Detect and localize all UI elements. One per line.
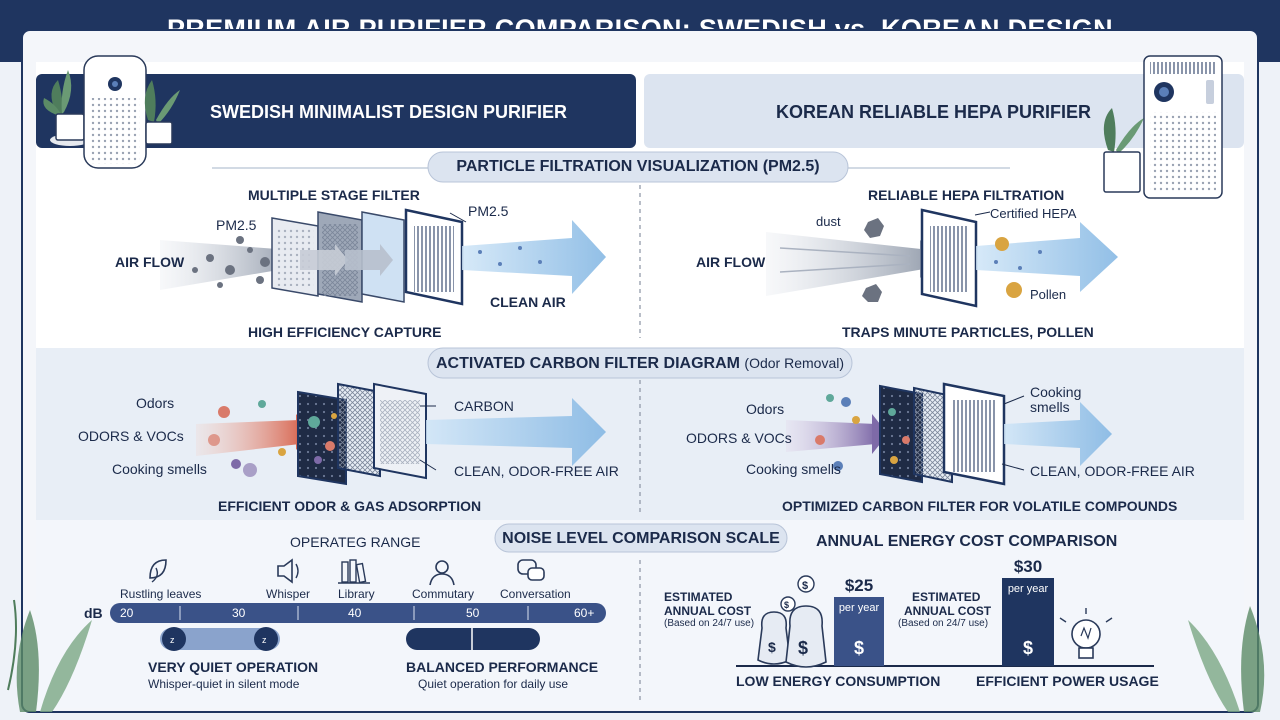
energy-right-value: $30: [1013, 557, 1043, 576]
cooking-right-label: Cooking smells: [746, 461, 841, 477]
energy-left-dollar: $: [853, 638, 864, 658]
svg-text:$: $: [784, 600, 789, 610]
energy-section-title: ANNUAL ENERGY COST COMPARISON: [816, 533, 1118, 550]
carbon-title-sub: (Odor Removal): [744, 355, 845, 371]
tick-30: 30: [232, 606, 246, 620]
carbon-label: CARBON: [454, 398, 514, 414]
cooking-smells-top-label: Cooking smells: [1030, 384, 1082, 415]
energy-left-per-year: per year: [838, 602, 880, 614]
particle-left-diagram: [160, 208, 606, 306]
particle-section-title: PARTICLE FILTRATION VISUALIZATION (PM2.5…: [456, 158, 820, 175]
ref-conversation: Conversation: [500, 587, 571, 601]
certified-hepa-label: Certified HEPA: [990, 206, 1077, 221]
energy-right-basis: (Based on 24/7 use): [898, 618, 989, 629]
energy-right-per-year: per year: [1007, 583, 1049, 595]
particle-right-diagram: [766, 208, 1118, 308]
high-efficiency-caption: HIGH EFFICIENCY CAPTURE: [248, 324, 442, 340]
svg-text:$: $: [802, 580, 808, 592]
odors-left-label: Odors: [136, 395, 175, 411]
tick-20: 20: [120, 606, 134, 620]
energy-left-caption: LOW ENERGY CONSUMPTION: [736, 673, 941, 689]
odor-adsorption-caption: EFFICIENT ODOR & GAS ADSORPTION: [218, 498, 482, 514]
clean-odor-free-left-label: CLEAN, ODOR-FREE AIR: [454, 463, 619, 479]
energy-right-est1: ESTIMATED: [912, 590, 981, 604]
balanced-title: BALANCED PERFORMANCE: [406, 659, 599, 675]
energy-left-est2: ANNUAL COST: [664, 604, 752, 618]
tick-50: 50: [466, 606, 480, 620]
ref-commutary: Commutary: [412, 587, 475, 601]
balanced-sub: Quiet operation for daily use: [418, 677, 569, 691]
cooking-left-label: Cooking smells: [112, 461, 207, 477]
noise-section-title: NOISE LEVEL COMPARISON SCALE: [502, 530, 780, 547]
very-quiet-sub: Whisper-quiet in silent mode: [148, 677, 300, 691]
svg-text:z: z: [170, 635, 175, 645]
carbon-section-title: ACTIVATED CARBON FILTER DIAGRAM (Odor Re…: [428, 355, 852, 373]
svg-text:$: $: [798, 638, 808, 658]
ref-whisper: Whisper: [266, 587, 311, 601]
pm25-out-label: PM2.5: [468, 203, 509, 219]
db-unit-label: dB: [84, 605, 103, 621]
header-right: KOREAN RELIABLE HEPA PURIFIER: [776, 102, 1092, 122]
ref-rustling-leaves: Rustling leaves: [120, 587, 202, 601]
swedish-purifier-illustration: [43, 55, 180, 169]
energy-right-caption: EFFICIENT POWER USAGE: [976, 673, 1159, 689]
energy-right-dollar: $: [1022, 638, 1033, 658]
operating-range-label: OPERATEG RANGE: [290, 534, 421, 550]
decor-plants: [7, 599, 1265, 712]
noise-scale: z z: [110, 558, 606, 651]
korean-purifier-illustration: [1103, 55, 1223, 199]
vocs-left-label: ODORS & VOCs: [78, 428, 184, 444]
multiple-stage-filter-label: MULTIPLE STAGE FILTER: [248, 187, 420, 203]
tick-40: 40: [348, 606, 362, 620]
very-quiet-title: VERY QUIET OPERATION: [148, 659, 319, 675]
energy-right-est2: ANNUAL COST: [904, 604, 992, 618]
vocs-right-label: ODORS & VOCs: [686, 430, 792, 446]
svg-text:$: $: [768, 639, 776, 655]
optimized-carbon-caption: OPTIMIZED CARBON FILTER FOR VOLATILE COM…: [782, 498, 1178, 514]
air-flow-right-label: AIR FLOW: [696, 254, 766, 270]
reliable-hepa-label: RELIABLE HEPA FILTRATION: [868, 187, 1065, 203]
carbon-title-main: ACTIVATED CARBON FILTER DIAGRAM: [435, 355, 740, 372]
odors-right-label: Odors: [746, 401, 785, 417]
energy-left-est1: ESTIMATED: [664, 590, 733, 604]
pollen-label: Pollen: [1030, 287, 1067, 302]
carbon-right-diagram: [786, 382, 1112, 486]
pm25-in-label: PM2.5: [216, 217, 257, 233]
clean-odor-free-right-label: CLEAN, ODOR-FREE AIR: [1030, 463, 1195, 479]
traps-particles-caption: TRAPS MINUTE PARTICLES, POLLEN: [842, 324, 1094, 340]
tick-60plus: 60+: [574, 606, 595, 620]
carbon-left-diagram: [196, 382, 606, 486]
svg-text:z: z: [262, 635, 267, 645]
ref-library: Library: [338, 587, 375, 601]
clean-air-label: CLEAN AIR: [490, 294, 566, 310]
header-left: SWEDISH MINIMALIST DESIGN PURIFIER: [210, 102, 568, 122]
energy-left-value: $25: [844, 576, 874, 595]
energy-left-basis: (Based on 24/7 use): [664, 618, 755, 629]
air-flow-left-label: AIR FLOW: [115, 254, 185, 270]
dust-label: dust: [816, 214, 841, 229]
energy-illustration: $ $ $ $: [736, 575, 1154, 668]
